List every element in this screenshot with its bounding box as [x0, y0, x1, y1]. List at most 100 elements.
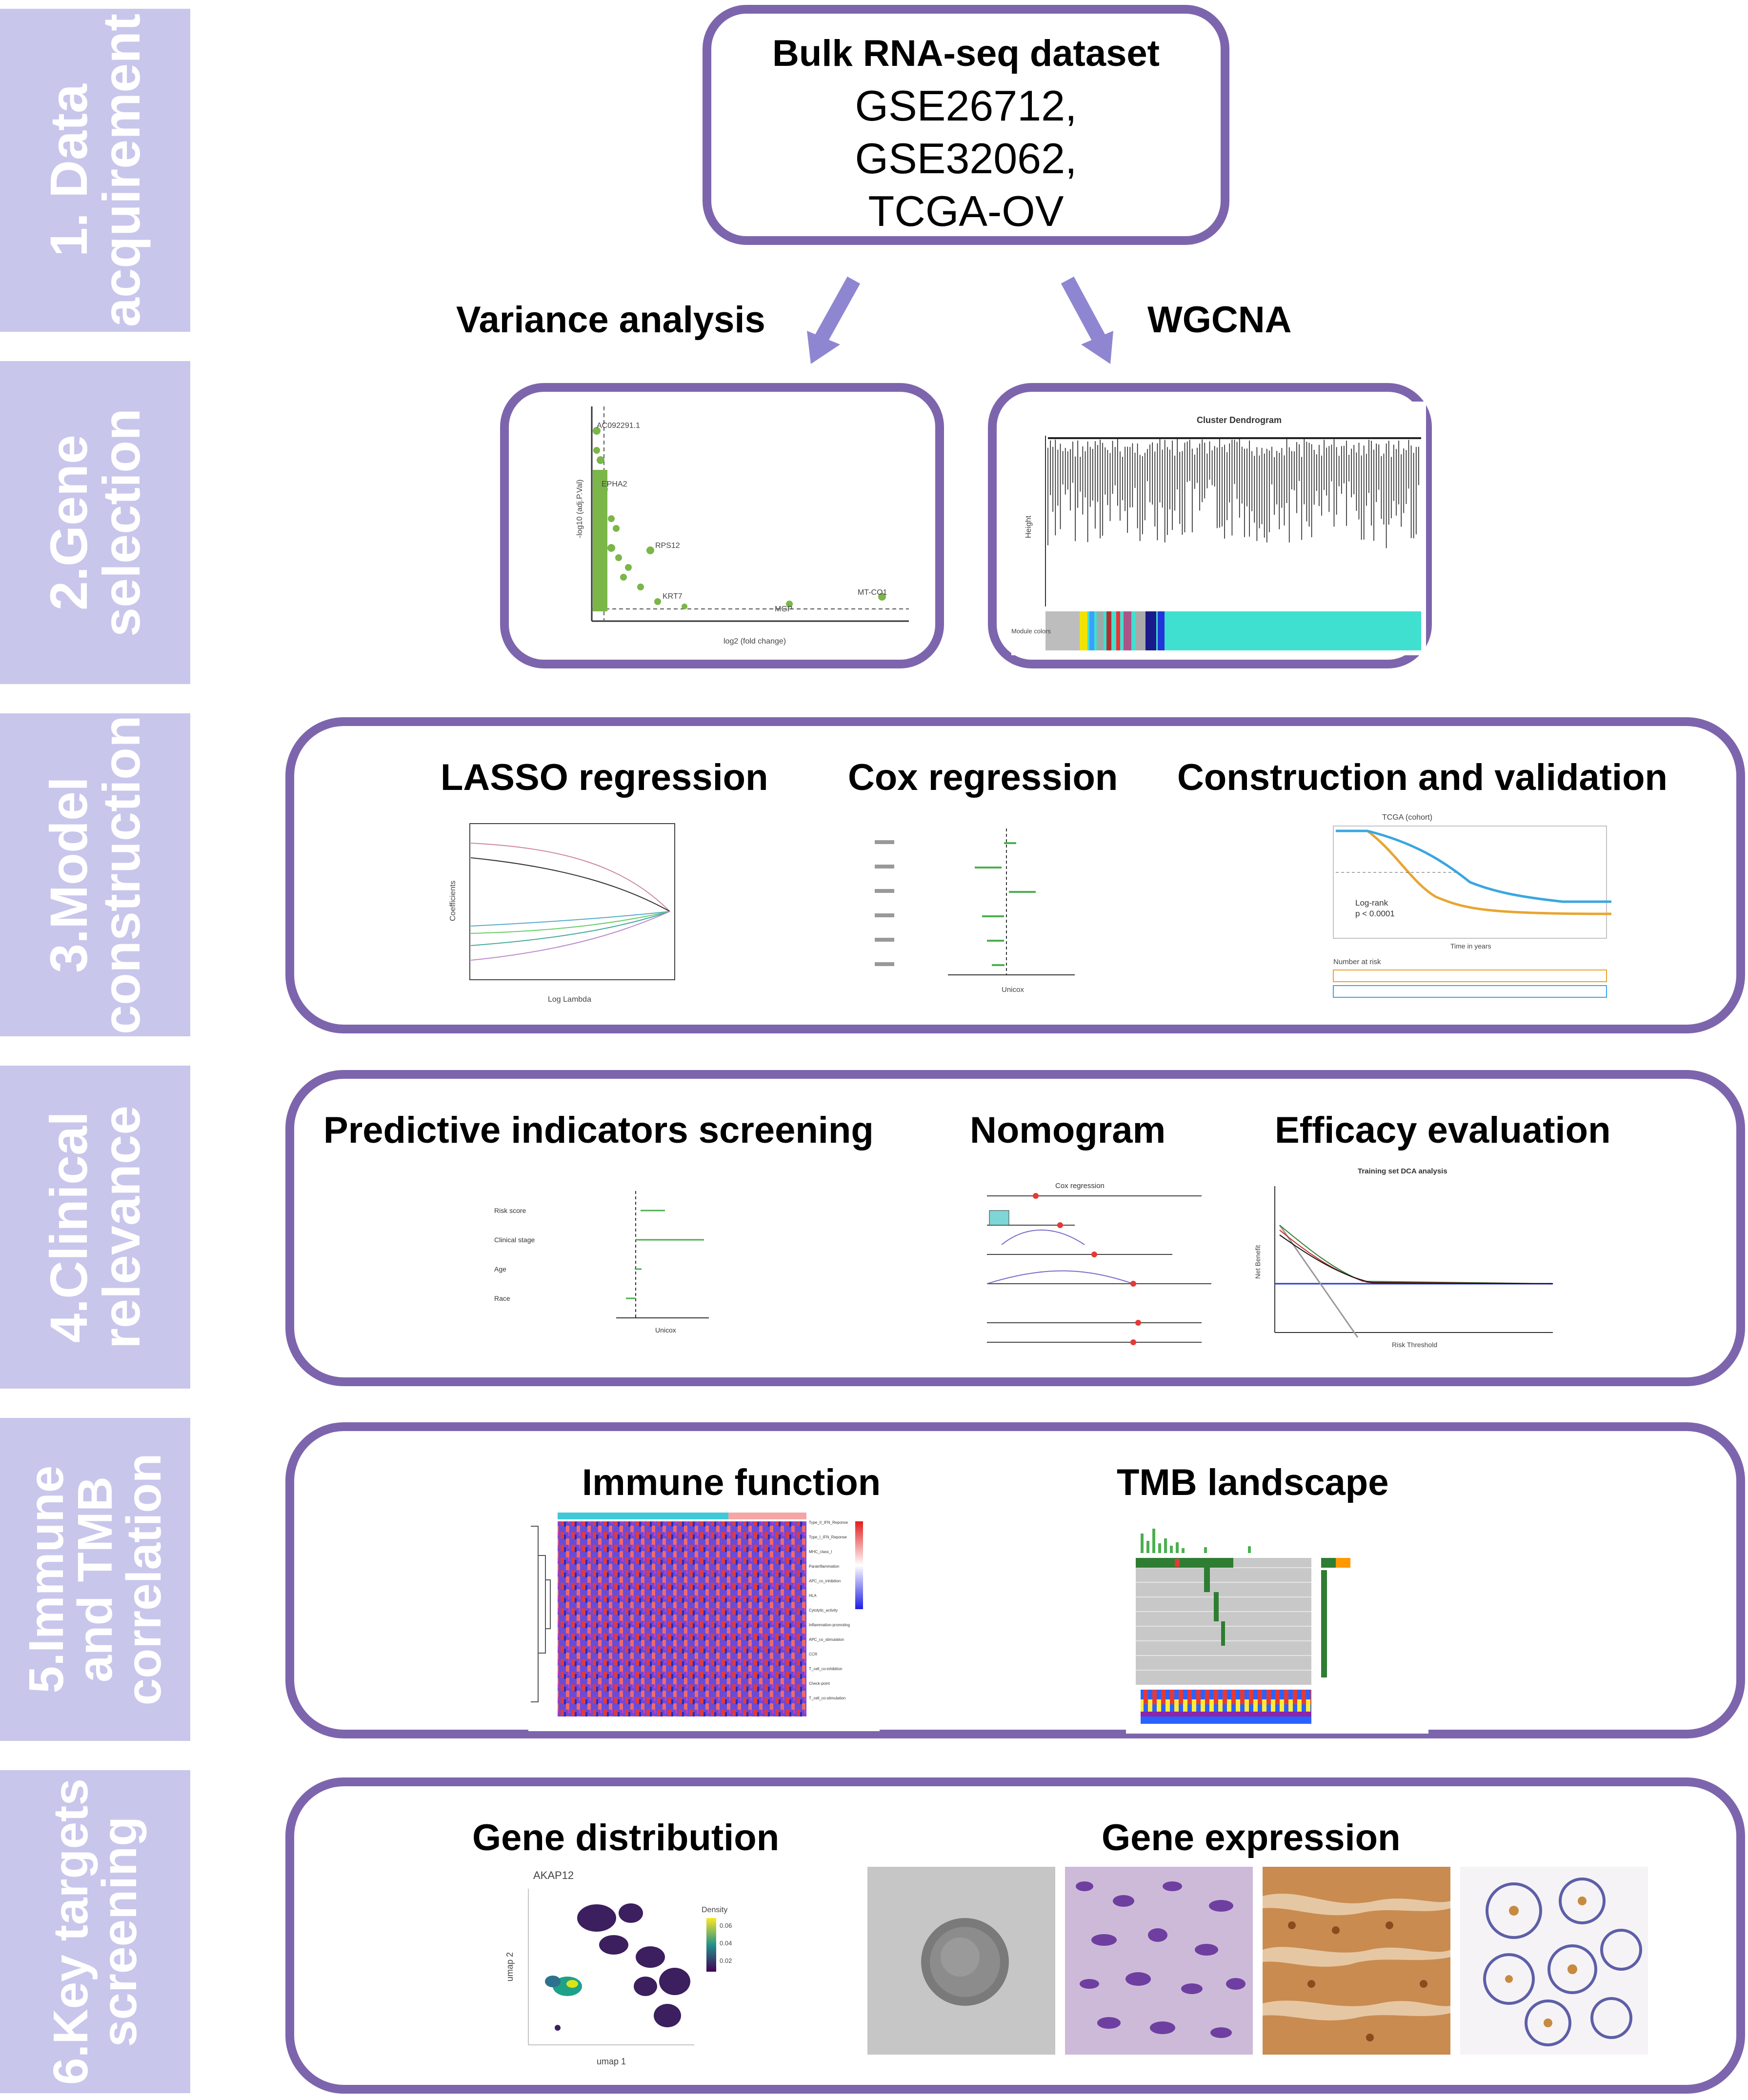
- immune-panel: Immune function TMB landscape: [285, 1422, 1745, 1738]
- lasso-plot: Log Lambda Coefficients: [441, 814, 684, 1009]
- heatmap-row-label: T_cell_co-inhibition: [809, 1667, 843, 1671]
- model-panel: LASSO regression Cox regression Construc…: [285, 717, 1745, 1033]
- km-xlabel: Time in years: [1450, 942, 1491, 950]
- lasso-xlabel: Log Lambda: [548, 995, 591, 1004]
- dataset-line-2: GSE32062,: [855, 134, 1077, 182]
- stage-3-bar: 3.Model construction: [0, 713, 190, 1036]
- dendrogram-plot: Cluster Dendrogram Height Module colors: [1011, 402, 1426, 655]
- volcano-ylabel: -log10 (adj.P.Val): [576, 480, 584, 538]
- stage-3-label: 3.Model construction: [39, 715, 151, 1035]
- km-plot: TCGA (cohort) Log-rank p < 0.0001 Time i…: [1309, 809, 1650, 1024]
- volcano-xlabel: log2 (fold change): [723, 637, 786, 646]
- ihc-stain-image-1: [1263, 1867, 1450, 2055]
- heatmap-row-label: Inflammation-promoting: [809, 1623, 850, 1627]
- stage-5-label: 5.Immune and TMB correlation: [19, 1453, 171, 1706]
- heatmap-row-label: APC_co_inhibition: [809, 1579, 841, 1583]
- stage-2-label: 2.Gene selection: [39, 408, 151, 637]
- stage-6-label: 6.Key targets screening: [43, 1778, 147, 2085]
- dataset-line-3: TCGA-OV: [868, 187, 1064, 235]
- migration-assay-image: [1065, 1867, 1253, 2055]
- wgcna-label: WGCNA: [1147, 299, 1292, 341]
- heatmap-row-label: APC_co_stimulation: [809, 1637, 844, 1642]
- spheroid-image: [867, 1867, 1055, 2055]
- heatmap-row-label: Type_I_IFN_Reponse: [809, 1535, 847, 1539]
- density-tick-3: 0.02: [720, 1957, 732, 1964]
- gene-distribution-title: Gene distribution: [472, 1817, 780, 1858]
- ihc-stain-image-2: [1460, 1867, 1648, 2055]
- stage-4-label: 4.Clinical relevance: [39, 1105, 151, 1349]
- gene-expression-title: Gene expression: [1102, 1817, 1401, 1858]
- cox-forest-plot: Unicox: [870, 824, 1114, 999]
- heatmap-row-label: Type_II_IFN_Reponse: [809, 1520, 848, 1525]
- lasso-title: LASSO regression: [441, 757, 768, 798]
- forest-row-2: Clinical stage: [494, 1236, 535, 1244]
- heatmap-row-label: Parainflammation: [809, 1564, 840, 1569]
- heatmap-row-label: CCR: [809, 1652, 818, 1656]
- arrow-to-variance: [807, 276, 861, 364]
- arrow-to-wgcna: [1061, 276, 1113, 364]
- construction-validation-title: Construction and validation: [1177, 757, 1668, 798]
- forest-row-3: Age: [494, 1265, 506, 1273]
- volcano-gene-2: EPHA2: [602, 480, 627, 488]
- density-label: Density: [702, 1906, 727, 1914]
- volcano-gene-3: RPS12: [655, 542, 680, 550]
- volcano-gene-1: AC092291.1: [597, 422, 640, 430]
- stage-2-bar: 2.Gene selection: [0, 361, 190, 684]
- dca-title: Training set DCA analysis: [1358, 1167, 1447, 1175]
- clinical-forest-plot: Risk score Clinical stage Age Race Unico…: [489, 1186, 772, 1347]
- km-stat-1: Log-rank: [1355, 898, 1388, 908]
- cox-title: Cox regression: [848, 757, 1118, 798]
- stage-4-bar: 4.Clinical relevance: [0, 1066, 190, 1389]
- immune-function-title: Immune function: [582, 1462, 881, 1503]
- dendrogram-title: Cluster Dendrogram: [1197, 415, 1282, 425]
- predictive-indicators-title: Predictive indicators screening: [323, 1110, 874, 1151]
- density-tick-2: 0.04: [720, 1939, 732, 1947]
- heatmap-row-label: T_cell_co-stimulation: [809, 1696, 846, 1700]
- clinical-panel: Predictive indicators screening Nomogram…: [285, 1070, 1745, 1386]
- km-legend: TCGA (cohort): [1382, 813, 1432, 822]
- km-risk-label: Number at risk: [1333, 958, 1381, 966]
- stage-1-bar: 1. Data acquirement: [0, 9, 190, 332]
- dca-xlabel: Risk Threshold: [1392, 1341, 1437, 1349]
- volcano-gene-4: KRT7: [663, 592, 683, 601]
- dataset-title: Bulk RNA-seq dataset: [772, 33, 1160, 74]
- dataset-line-1: GSE26712,: [855, 81, 1077, 130]
- umap-ylabel: umap 2: [505, 1952, 515, 1981]
- volcano-gene-6: MGP: [775, 605, 792, 613]
- dendrogram-ylabel: Height: [1025, 515, 1033, 538]
- stage-6-bar: 6.Key targets screening: [0, 1770, 190, 2093]
- nomogram-title: Nomogram: [970, 1110, 1166, 1151]
- volcano-gene-5: MT-CO1: [858, 588, 887, 597]
- heatmap-row-label: Check-point: [809, 1681, 830, 1686]
- density-tick-1: 0.06: [720, 1922, 732, 1929]
- efficacy-evaluation-title: Efficacy evaluation: [1275, 1110, 1611, 1151]
- dendrogram-rowlabel: Module colors: [1011, 627, 1051, 635]
- stage-5-bar: 5.Immune and TMB correlation: [0, 1418, 190, 1741]
- nomogram-plot: Cox regression: [928, 1176, 1221, 1367]
- heatmap-row-label: HLA: [809, 1594, 817, 1598]
- stage-1-label: 1. Data acquirement: [39, 13, 151, 327]
- dataset-box: Bulk RNA-seq dataset GSE26712, GSE32062,…: [703, 5, 1229, 245]
- heatmap-row-label: Cytolytic_activity: [809, 1608, 838, 1613]
- km-stat-2: p < 0.0001: [1355, 909, 1395, 918]
- forest-xlabel: Unicox: [655, 1326, 676, 1334]
- umap-xlabel: umap 1: [597, 2057, 626, 2066]
- umap-plot: AKAP12 Density 0.06 0.04 0.02 umap: [499, 1859, 753, 2079]
- forest-row-1: Risk score: [494, 1207, 526, 1214]
- dca-plot: Training set DCA analysis Risk Threshold…: [1236, 1162, 1567, 1367]
- lasso-ylabel: Coefficients: [449, 881, 457, 921]
- cox-xlabel: Unicox: [1002, 986, 1024, 994]
- volcano-plot: AC092291.1 EPHA2 RPS12 KRT7 MT-CO1 MGP l…: [538, 402, 914, 655]
- heatmap-row-label: MHC_class_I: [809, 1550, 832, 1554]
- nomogram-sub: Cox regression: [1055, 1182, 1105, 1190]
- tmb-oncoplot: [1126, 1504, 1428, 1734]
- forest-row-4: Race: [494, 1294, 510, 1302]
- tmb-landscape-title: TMB landscape: [1117, 1462, 1389, 1503]
- dca-ylabel: Net Benefit: [1254, 1245, 1262, 1279]
- targets-panel: Gene distribution Gene expression AKAP12…: [285, 1777, 1745, 2094]
- volcano-panel: AC092291.1 EPHA2 RPS12 KRT7 MT-CO1 MGP l…: [500, 383, 944, 668]
- variance-analysis-label: Variance analysis: [456, 299, 765, 341]
- umap-gene: AKAP12: [533, 1869, 574, 1881]
